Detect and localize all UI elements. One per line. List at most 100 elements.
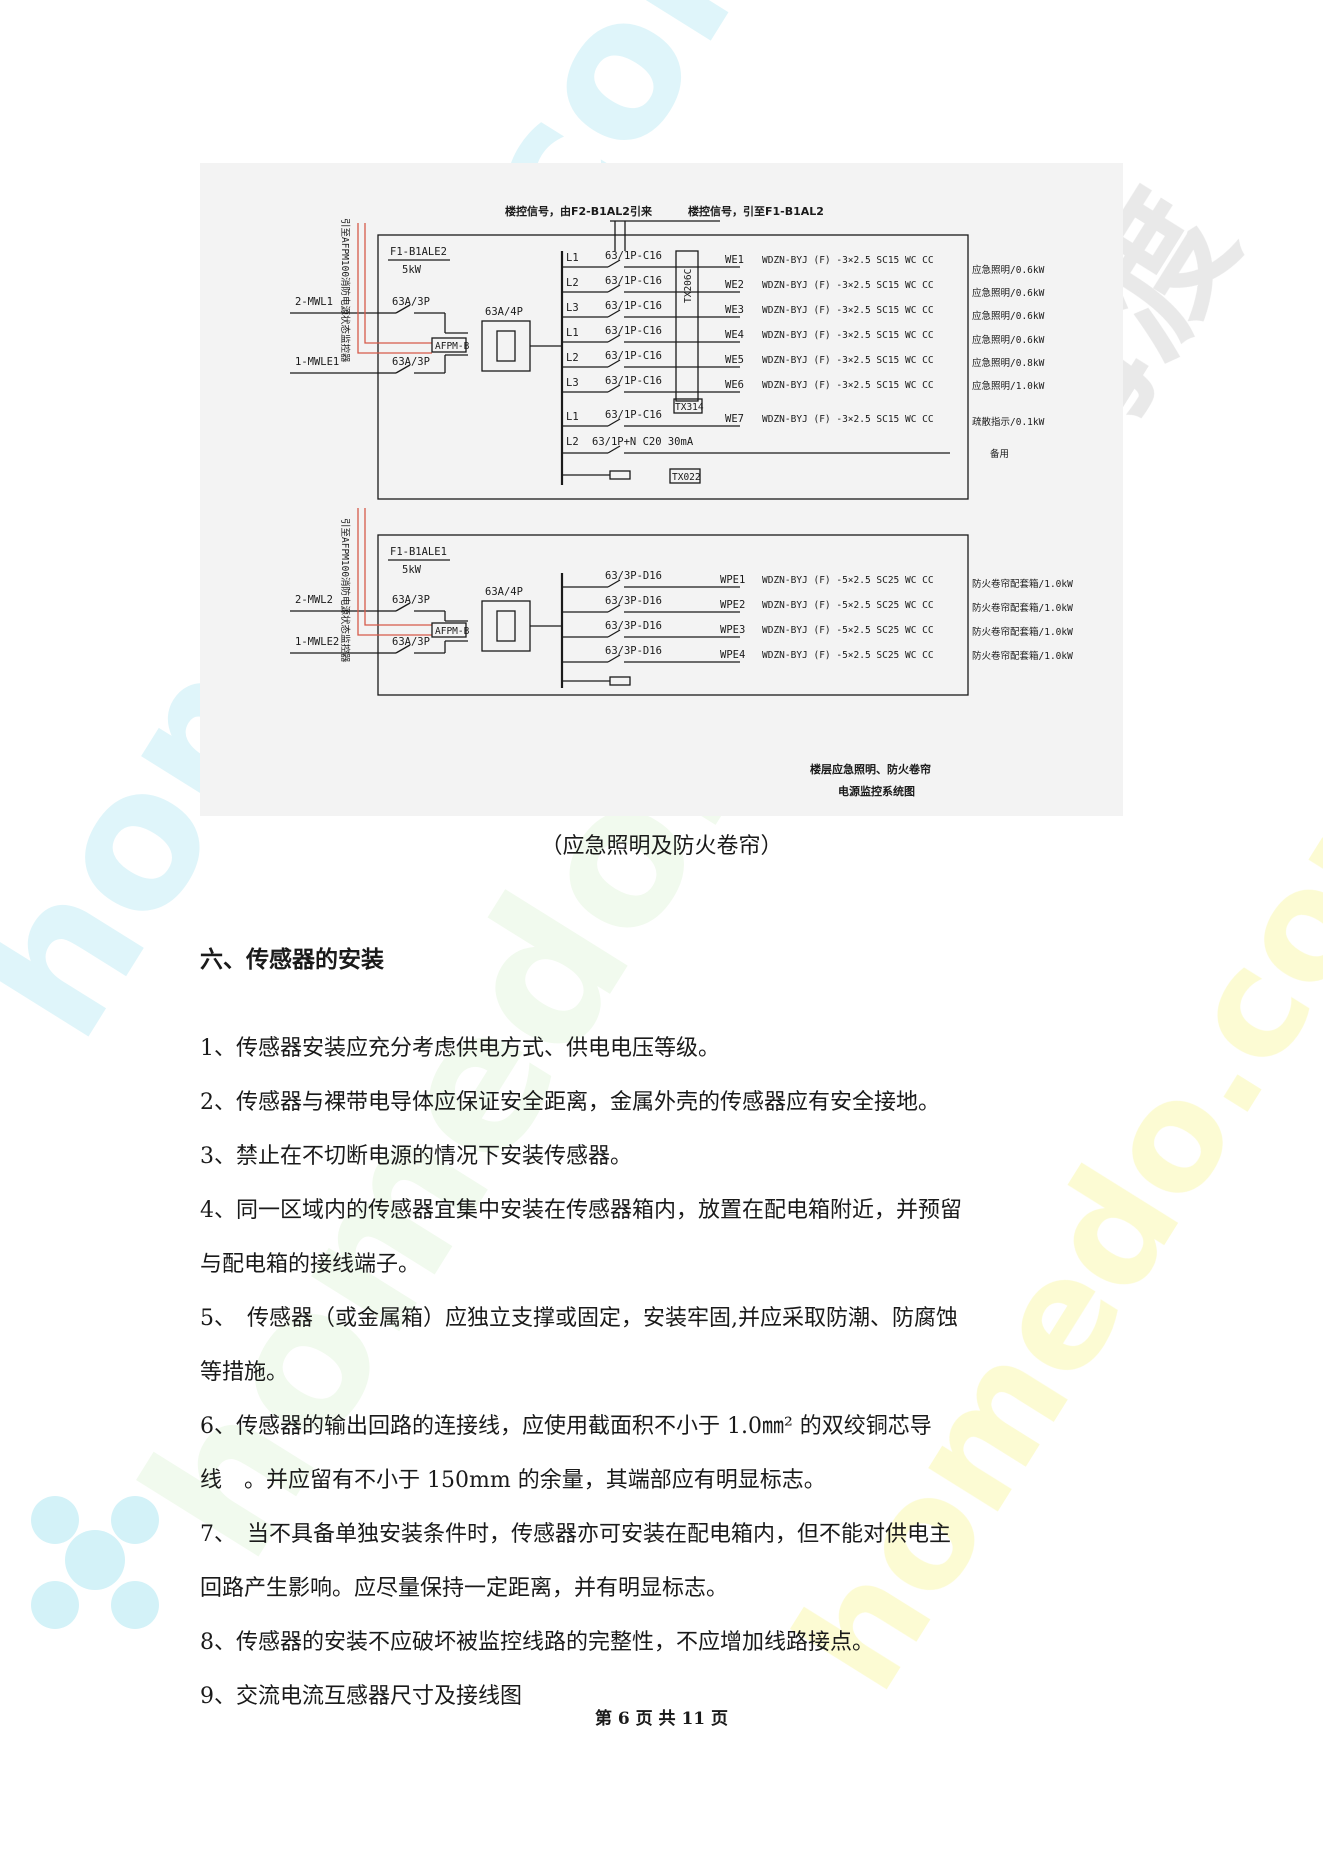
paragraph-line: 8、传感器的安装不应破坏被监控线路的完整性，不应增加线路接点。	[200, 1630, 874, 1655]
circuit-cable: WDZN-BYJ (F) -3×2.5 SC15 WC CC	[762, 305, 934, 316]
diagram-title-line2: 电源监控系统图	[838, 784, 915, 798]
circuit-id: WE4	[725, 329, 744, 341]
circuit-phase: L1	[566, 252, 579, 264]
circuit-id: WPE1	[720, 574, 745, 586]
circuit-id: WPE3	[720, 624, 745, 636]
upper-brk2-b	[395, 364, 411, 374]
circuit-load: 疏散指示/0.1kW	[972, 416, 1045, 428]
lower-brk1-b	[395, 602, 411, 612]
lower-circuit-4: 63/3P-D16 WPE4 WDZN-BYJ (F) -5×2.5 SC25 …	[562, 645, 1073, 663]
circuit-phase: L2	[566, 352, 579, 364]
paragraph-6: 6、传感器的输出回路的连接线，应使用截面积不小于 1.0㎜² 的双绞铜芯导 线 …	[200, 1400, 1123, 1508]
paragraph-line: 1、传感器安装应充分考虑供电方式、供电电压等级。	[200, 1036, 720, 1061]
paragraph-line: 线 。并应留有不小于 150mm 的余量，其端部应有明显标志。	[200, 1468, 826, 1493]
circuit-cable: WDZN-BYJ (F) -5×2.5 SC25 WC CC	[762, 650, 934, 661]
circuit-switch	[607, 418, 621, 427]
upper-side-label: 引至AFPM100消防电源状态监控器	[339, 218, 351, 363]
circuit-cable: WDZN-BYJ (F) -5×2.5 SC25 WC CC	[762, 575, 934, 586]
upper-monitor-line-1	[357, 223, 432, 354]
upper-circuit-2: L2 63/1P-C16 WE2 WDZN-BYJ (F) -3×2.5 SC1…	[562, 275, 1045, 299]
upper-monitor-module	[431, 337, 467, 353]
upper-brk1-b	[395, 304, 411, 314]
upper-module-bottom-label: TX314	[675, 402, 704, 413]
circuit-switch	[607, 654, 621, 663]
lower-incoming-1-name: 2-MWL2	[295, 594, 333, 606]
upper-monitor-module-label: AFPM-B	[435, 341, 470, 352]
lower-ground-symbol	[609, 676, 631, 686]
paragraph-5: 5、 传感器（或金属箱）应独立支撑或固定，安装牢固,并应采取防潮、防腐蚀 等措施…	[200, 1292, 1123, 1400]
circuit-load: 防火卷帘配套箱/1.0kW	[972, 602, 1073, 614]
lower-monitor-line-2	[364, 508, 432, 626]
circuit-phase: L1	[566, 327, 579, 339]
lower-brk2-b	[395, 644, 411, 654]
circuit-cable: WDZN-BYJ (F) -5×2.5 SC25 WC CC	[762, 600, 934, 611]
upper-incoming-1-breaker: 63A/3P	[392, 296, 430, 308]
circuit-id: WE2	[725, 279, 744, 291]
lower-incoming-2-breaker: 63A/3P	[392, 636, 430, 648]
upper-panel-name: F1-B1ALE2	[390, 246, 447, 258]
circuit-breaker: 63/1P-C16	[605, 275, 662, 287]
circuit-phase: L2	[566, 277, 579, 289]
paragraph-8: 8、传感器的安装不应破坏被监控线路的完整性，不应增加线路接点。	[200, 1616, 1123, 1670]
page-number-footer: 第 6 页 共 11 页	[594, 1709, 729, 1729]
paragraph-line: 等措施。	[200, 1360, 289, 1385]
circuit-load: 应急照明/0.6kW	[972, 310, 1045, 322]
paragraph-1: 1、传感器安装应充分考虑供电方式、供电电压等级。	[200, 1022, 1123, 1076]
circuit-load: 防火卷帘配套箱/1.0kW	[972, 578, 1073, 590]
lower-circuit-3: 63/3P-D16 WPE3 WDZN-BYJ (F) -5×2.5 SC25 …	[562, 620, 1073, 638]
upper-monitor-line-2	[364, 223, 432, 344]
circuit-load: 应急照明/1.0kW	[972, 380, 1045, 392]
circuit-breaker: 63/1P-C16	[605, 300, 662, 312]
circuit-id: WE5	[725, 354, 744, 366]
circuit-switch	[607, 579, 621, 588]
paragraph-line: 6、传感器的输出回路的连接线，应使用截面积不小于 1.0㎜² 的双绞铜芯导	[200, 1414, 932, 1439]
upper-incoming-2-name: 1-MWLE1	[295, 356, 339, 368]
upper-circuit-1: L1 63/1P-C16 WE1 WDZN-BYJ (F) -3×2.5 SC1…	[562, 250, 1045, 276]
circuit-load: 应急照明/0.6kW	[972, 334, 1045, 346]
circuit-cable: WDZN-BYJ (F) -3×2.5 SC15 WC CC	[762, 414, 934, 425]
circuit-load: 应急照明/0.6kW	[972, 287, 1045, 299]
upper-panel-power: 5kW	[402, 264, 422, 276]
circuit-id: WE7	[725, 413, 744, 425]
watermark-flower-icon	[31, 1496, 159, 1629]
lower-monitor-module	[431, 622, 467, 638]
upper-module-small-label: TX022	[672, 472, 701, 483]
upper-module-small	[669, 468, 701, 484]
paragraph-line: 9、交流电流互感器尺寸及接线图	[200, 1684, 522, 1709]
upper-ats-label: 63A/4P	[485, 306, 523, 318]
lower-panel-name: F1-B1ALE1	[390, 546, 447, 558]
circuit-cable: WDZN-BYJ (F) -5×2.5 SC25 WC CC	[762, 625, 934, 636]
section-heading: 六、传感器的安装	[200, 947, 384, 973]
upper-rcd-breaker: 63/1P+N C20 30mA	[592, 436, 694, 448]
paragraph-2: 2、传感器与裸带电导体应保证安全距离，金属外壳的传感器应有安全接地。	[200, 1076, 1123, 1130]
lower-incoming-2-name: 1-MWLE2	[295, 636, 339, 648]
circuit-phase: L3	[566, 302, 579, 314]
circuit-switch	[607, 384, 621, 393]
lower-panel-box	[377, 534, 969, 696]
circuit-id: WE3	[725, 304, 744, 316]
body-text: 1、传感器安装应充分考虑供电方式、供电电压等级。 2、传感器与裸带电导体应保证安…	[200, 1022, 1123, 1724]
circuit-phase: L3	[566, 377, 579, 389]
circuit-load: 应急照明/0.8kW	[972, 357, 1045, 369]
circuit-cable: WDZN-BYJ (F) -3×2.5 SC15 WC CC	[762, 255, 934, 266]
circuit-cable: WDZN-BYJ (F) -3×2.5 SC15 WC CC	[762, 280, 934, 291]
lower-circuit-2: 63/3P-D16 WPE2 WDZN-BYJ (F) -5×2.5 SC25 …	[562, 595, 1073, 614]
circuit-switch	[607, 259, 621, 268]
lower-ats-inner	[496, 610, 516, 642]
circuit-load: 应急照明/0.6kW	[972, 264, 1045, 276]
circuit-switch	[607, 604, 621, 613]
paragraph-9: 9、交流电流互感器尺寸及接线图	[200, 1670, 1123, 1724]
paragraph-line: 与配电箱的接线端子。	[200, 1252, 421, 1277]
upper-circuit-6: L3 63/1P-C16 WE6 WDZN-BYJ (F) -3×2.5 SC1…	[562, 375, 1045, 393]
paragraph-7: 7、 当不具备单独安装条件时，传感器亦可安装在配电箱内，但不能对供电主 回路产生…	[200, 1508, 1123, 1616]
paragraph-line: 5、 传感器（或金属箱）应独立支撑或固定，安装牢固,并应采取防潮、防腐蚀	[200, 1306, 958, 1331]
circuit-id: WPE4	[720, 649, 745, 661]
circuit-breaker: 63/1P-C16	[605, 325, 662, 337]
spare-switch	[607, 445, 621, 454]
circuit-id: WE6	[725, 379, 744, 391]
upper-circuit-3: L3 63/1P-C16 WE3 WDZN-BYJ (F) -3×2.5 SC1…	[562, 300, 1045, 322]
upper-panel-section: 引至AFPM100消防电源状态监控器 F1-B1ALE2 5kW 2-MWL1 …	[290, 218, 1045, 500]
paragraph-line: 7、 当不具备单独安装条件时，传感器亦可安装在配电箱内，但不能对供电主	[200, 1522, 951, 1547]
upper-incoming-2-breaker: 63A/3P	[392, 356, 430, 368]
lower-panel-power: 5kW	[402, 564, 422, 576]
